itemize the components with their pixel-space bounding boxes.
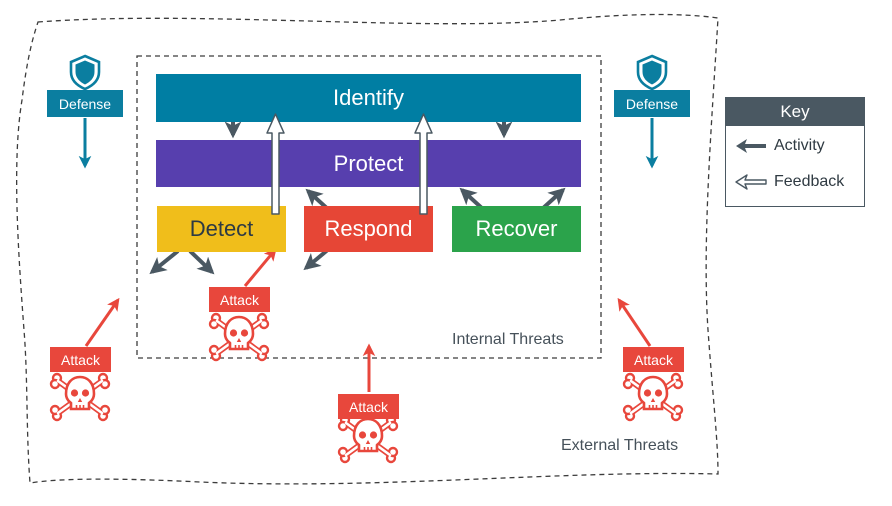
defense-label: Defense xyxy=(614,90,690,117)
external-threats-border xyxy=(16,13,719,485)
hollow-arrow-icon xyxy=(735,174,767,190)
internal-threats-label: Internal Threats xyxy=(452,331,564,348)
detect-label: Detect xyxy=(189,216,254,241)
attack-arrow xyxy=(84,297,120,347)
respond-label: Respond xyxy=(324,216,413,241)
detect-box: Detect xyxy=(157,206,286,252)
identify-box: Identify xyxy=(156,74,581,122)
skull-crossbones-icon xyxy=(624,374,682,420)
attack-label: Attack xyxy=(209,287,270,312)
protect-label: Protect xyxy=(333,150,404,176)
activity-arrow xyxy=(188,249,215,275)
defense-label: Defense xyxy=(47,90,123,117)
respond-box: Respond xyxy=(304,206,433,252)
recover-box: Recover xyxy=(452,206,581,252)
skull-crossbones-icon xyxy=(51,374,109,420)
skull-crossbones-icon xyxy=(210,314,268,360)
attack-label: Attack xyxy=(623,347,684,372)
recover-label: Recover xyxy=(475,216,558,241)
identify-label: Identify xyxy=(333,85,404,110)
legend-feedback-label: Feedback xyxy=(774,173,845,190)
attack-arrow xyxy=(617,297,652,347)
attack-arrow xyxy=(243,248,277,287)
legend-activity-label: Activity xyxy=(774,137,825,154)
solid-arrow-icon xyxy=(736,139,766,153)
attack-label: Attack xyxy=(338,394,399,419)
shield-icon xyxy=(636,54,668,91)
shield-icon xyxy=(69,54,101,91)
legend-title: Key xyxy=(726,98,864,126)
skull-crossbones-icon xyxy=(339,416,397,462)
external-threats-label: External Threats xyxy=(561,437,679,454)
legend: Key Activity Feedback xyxy=(725,97,865,207)
attack-label: Attack xyxy=(50,347,111,372)
protect-box: Protect xyxy=(156,140,581,187)
activity-arrow xyxy=(149,249,180,275)
internal-threats-border xyxy=(136,55,602,359)
